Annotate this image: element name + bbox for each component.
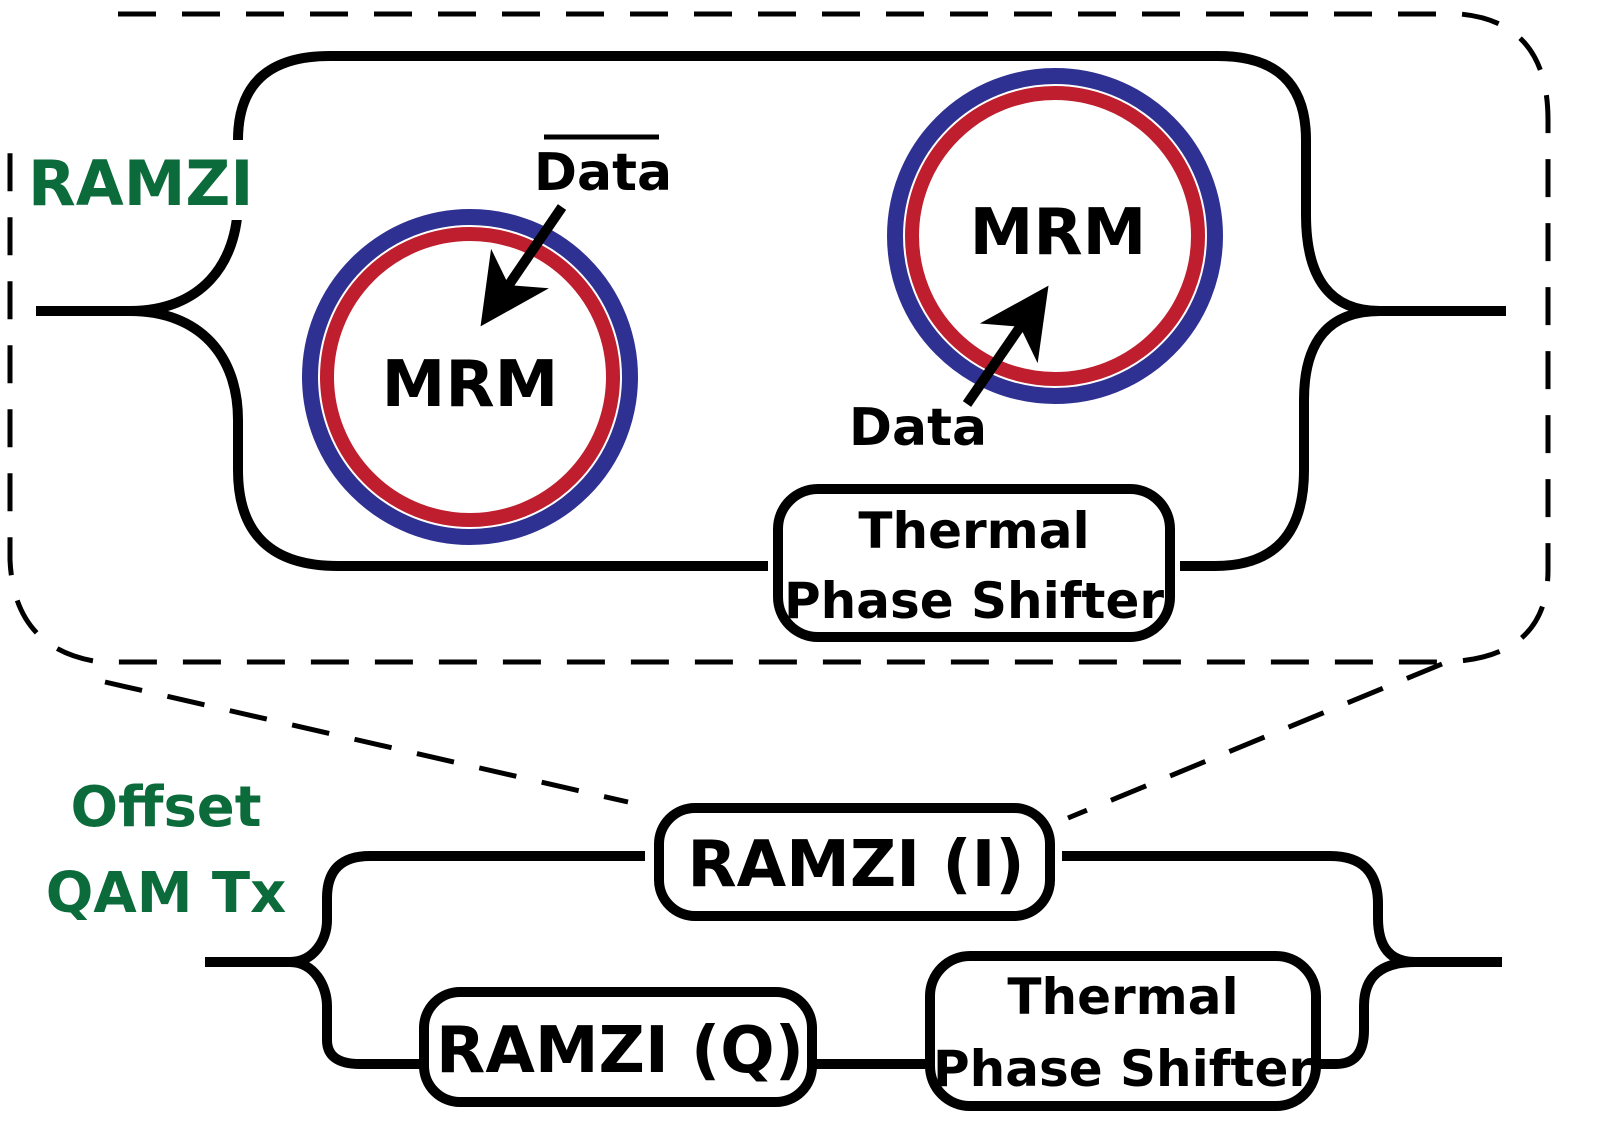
mrm-right-input-arrow — [962, 285, 1049, 407]
ramzi-q-label: RAMZI (Q) — [436, 1014, 804, 1088]
mrm-left-label: MRM — [382, 348, 559, 422]
offset-qam-tx: RAMZI (I) RAMZI (Q) Thermal Phase Shifte… — [46, 775, 1502, 1111]
zoom-callout-border — [7, 11, 1551, 665]
tx-lower-arm-exit — [1318, 957, 1416, 1069]
mrm-left-input-label: Data — [534, 143, 672, 203]
tx-title-line2: QAM Tx — [46, 861, 287, 926]
ramzi-upper-arm — [129, 51, 1381, 316]
mrm-left: MRM — [302, 209, 638, 545]
ramzi-ps-line2: Phase Shifter — [784, 572, 1164, 630]
mrm-right-input-label: Data — [849, 398, 987, 458]
mrm-right-label: MRM — [970, 196, 1147, 270]
tx-lower-arm — [289, 957, 420, 1069]
ramzi-i-label: RAMZI (I) — [687, 828, 1024, 902]
tx-upper-arm-exit — [1062, 851, 1416, 967]
ramzi-title: RAMZI — [28, 147, 253, 220]
ramzi-lower-arm-exit — [1180, 306, 1381, 571]
tx-ps-line2: Phase Shifter — [933, 1040, 1313, 1098]
zoom-leader-left — [104, 679, 629, 805]
tx-title-line1: Offset — [70, 775, 261, 840]
mrm-left-input-arrow — [480, 204, 567, 327]
zoom-leader-right — [1067, 661, 1443, 821]
ramzi-i-block: RAMZI (I) — [654, 803, 1055, 921]
ramzi-lower-arm — [129, 306, 768, 571]
mrm-right: MRM — [887, 68, 1223, 404]
ramzi-detail: MRM Data MRM Data Thermal Phase Shifter … — [22, 51, 1506, 642]
ramzi-title-backing — [22, 140, 244, 220]
ramzi-ps-line1: Thermal — [858, 502, 1089, 560]
tx-thermal-phase-shifter: Thermal Phase Shifter — [925, 951, 1321, 1111]
ramzi-thermal-phase-shifter: Thermal Phase Shifter — [773, 484, 1175, 642]
tx-ps-line1: Thermal — [1007, 968, 1238, 1026]
tx-upper-arm — [289, 851, 645, 967]
ramzi-q-block: RAMZI (Q) — [419, 987, 817, 1107]
